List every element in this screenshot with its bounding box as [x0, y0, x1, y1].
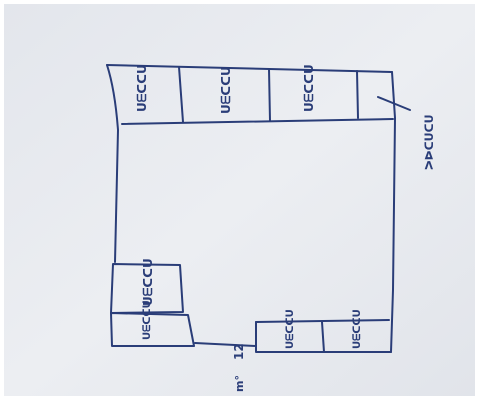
top-cell-label-1: ᑌᗴᑕᑕᑌ	[135, 64, 149, 112]
side-note: ᐳᐅᑕᑌᑕᑌ	[423, 114, 436, 170]
right-cell-label-2: ᑌᗴᑕᑕᑌ	[351, 309, 363, 349]
top-cell-label-3: ᑌᗴᑕᑕᑌ	[302, 64, 316, 112]
right-cell-divider	[321, 321, 325, 353]
left-cell-label-1: ᑌᗴᑕᑕᑌ	[141, 258, 155, 306]
top-shelf-line	[121, 118, 394, 125]
side-arrow	[377, 96, 411, 111]
top-cell-divider-2	[268, 68, 271, 122]
top-cell-label-2: ᑌᗴᑕᑕᑌ	[219, 66, 233, 114]
wall-right	[390, 71, 396, 353]
paper-surface	[4, 4, 475, 396]
door-wall	[194, 342, 257, 347]
left-cell-label-2: ᑌᗴᑕᑕᑌ	[141, 300, 153, 340]
left-cell-lower	[110, 312, 195, 347]
wall-bottom-right	[255, 321, 392, 353]
door-note: m°	[233, 375, 246, 392]
wall-left	[106, 64, 119, 263]
top-cell-divider-3	[356, 70, 359, 119]
wall-top	[106, 64, 393, 73]
left-cell-upper	[110, 263, 184, 314]
top-cell-divider-1	[178, 66, 184, 123]
door-mark: 12	[232, 343, 246, 360]
wall-bottom-right-top	[255, 319, 390, 323]
right-cell-label-1: ᑌᗴᑕᑕᑌ	[284, 309, 296, 349]
